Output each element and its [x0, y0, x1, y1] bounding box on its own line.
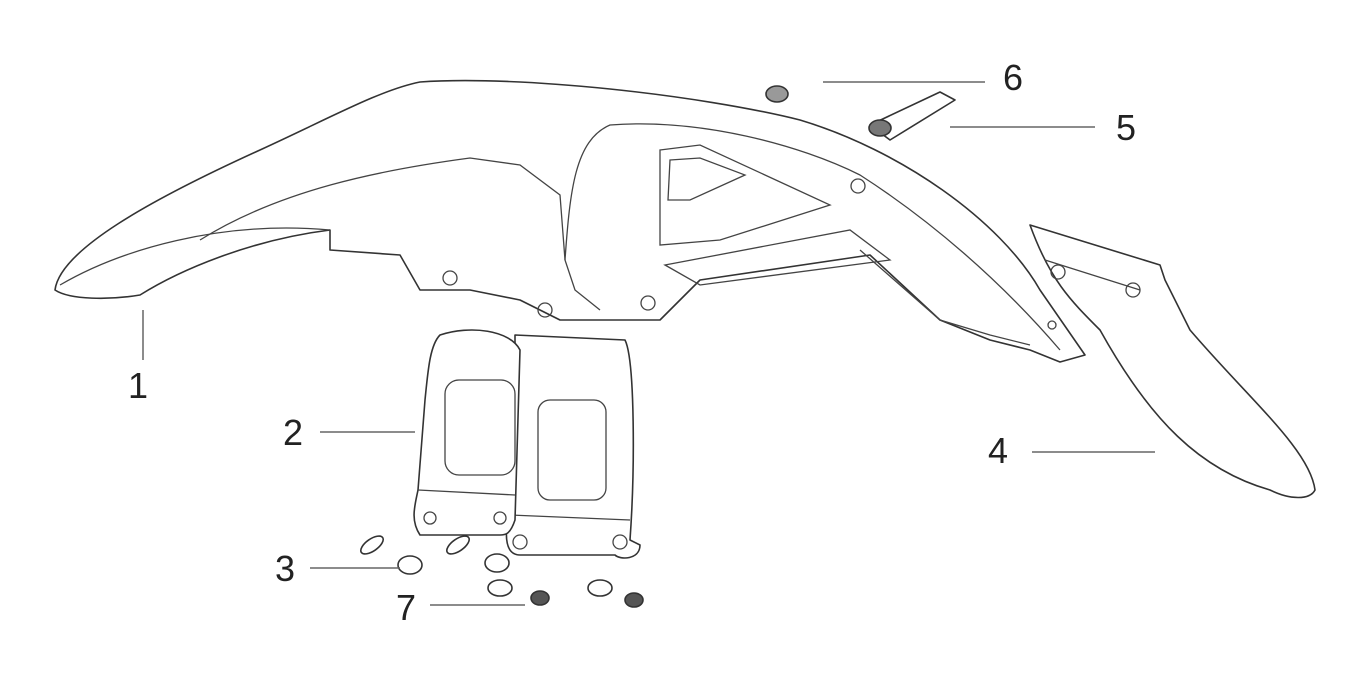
- callout-1: 1: [128, 365, 149, 406]
- bracket-part: [413, 329, 641, 559]
- clip-part: [868, 91, 956, 141]
- callout-3: 3: [275, 548, 296, 589]
- grommet-part: [765, 85, 789, 103]
- callout-2: 2: [283, 412, 304, 453]
- callout-4: 4: [988, 430, 1009, 471]
- fasteners-part: [360, 535, 644, 608]
- callout-5: 5: [1116, 107, 1137, 148]
- front-fender-part: [54, 79, 1086, 363]
- callout-6: 6: [1003, 57, 1024, 98]
- mud-flap-part: [1029, 224, 1316, 499]
- callout-7: 7: [396, 587, 417, 628]
